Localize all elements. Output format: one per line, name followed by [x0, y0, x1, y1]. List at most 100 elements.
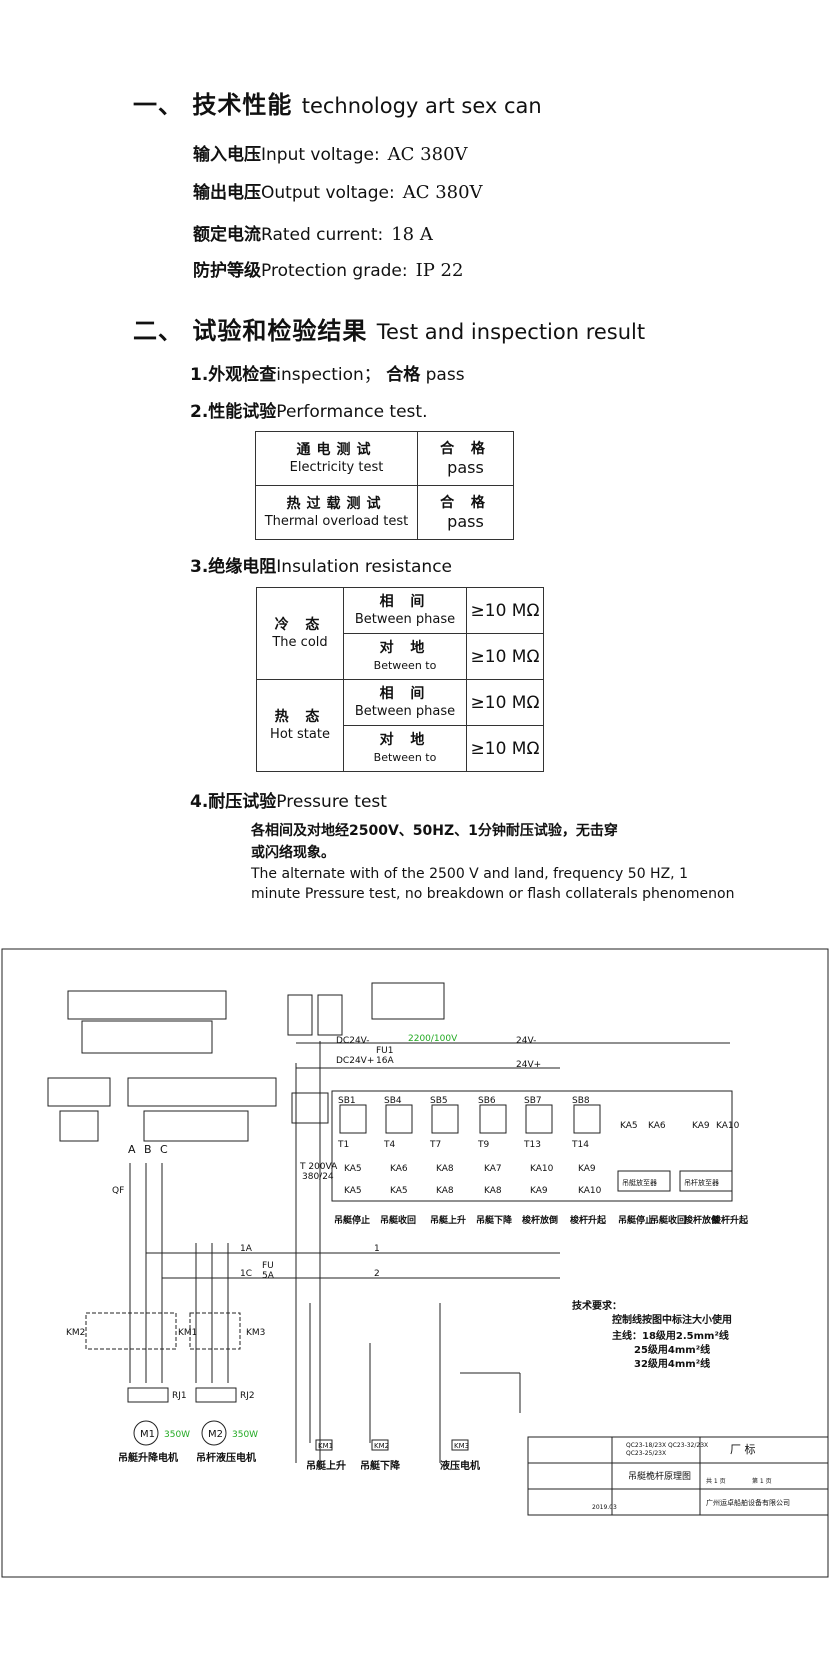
spec-rated-current: 额定电流Rated current:18 A: [193, 224, 433, 245]
svg-text:吊艇上升: 吊艇上升: [430, 1214, 466, 1226]
transformer-label: T 200VA: [299, 1162, 338, 1172]
svg-text:控制线按图中标注大小使用: 控制线按图中标注大小使用: [612, 1313, 732, 1326]
svg-text:KA5: KA5: [344, 1186, 362, 1196]
pressure-text-cn: 各相间及对地经2500V、50HZ、1分钟耐压试验，无击穿 或闪络现象。: [251, 823, 618, 861]
dc-minus-label: DC24V-: [336, 1036, 370, 1046]
svg-text:吊艇收回: 吊艇收回: [380, 1214, 416, 1226]
svg-text:T13: T13: [523, 1140, 541, 1150]
svg-text:梭杆升起: 梭杆升起: [570, 1214, 607, 1226]
svg-text:KA8: KA8: [436, 1164, 454, 1174]
remote-1: [287, 994, 313, 1036]
svg-text:KA6: KA6: [390, 1164, 408, 1174]
spec-protection-grade: 防护等级Protection grade:IP 22: [193, 260, 464, 281]
km1-label: KM1: [178, 1328, 197, 1338]
item3-insulation: 3.绝缘电阻Insulation resistance: [190, 557, 452, 577]
transformer-ratio: 380/24: [302, 1172, 334, 1182]
spec-output-voltage: 输出电压Output voltage:AC 380V: [193, 182, 483, 203]
phase-c-label: C: [160, 1143, 168, 1156]
title-block: [527, 1436, 829, 1516]
svg-text:T7: T7: [429, 1140, 441, 1150]
svg-text:第 1 页: 第 1 页: [752, 1477, 772, 1485]
km3-coil: [451, 1439, 469, 1451]
svg-text:KA9: KA9: [530, 1186, 548, 1196]
svg-text:T14: T14: [571, 1140, 589, 1150]
svg-text:梭杆放倒: 梭杆放倒: [522, 1214, 558, 1226]
svg-text:KA10: KA10: [716, 1121, 740, 1131]
svg-text:KA10: KA10: [578, 1186, 602, 1196]
svg-text:1A: 1A: [240, 1244, 253, 1254]
terminal-labels-1: [81, 1020, 213, 1054]
svg-text:KA8: KA8: [484, 1186, 502, 1196]
svg-text:KA9: KA9: [692, 1121, 710, 1131]
svg-text:SB6: SB6: [478, 1096, 496, 1106]
relay-box-1-label: 吊艇放至器: [622, 1178, 657, 1187]
svg-text:KM3: KM3: [454, 1442, 469, 1450]
v24-plus: 24V+: [516, 1060, 541, 1070]
electrical-schematic: A B C QF KM2 KM1 KM3 RJ1 RJ2 M1 M2 350W …: [1, 948, 829, 1578]
svg-text:KA5: KA5: [390, 1186, 408, 1196]
control-panel: [331, 1090, 733, 1202]
motor-m1: [133, 1420, 159, 1446]
svg-text:SB1: SB1: [338, 1096, 356, 1106]
section2-title: 二、 试验和检验结果 Test and inspection result: [133, 317, 646, 345]
relay-box-1: [617, 1170, 671, 1192]
relay-box-2-label: 吊杆放至器: [684, 1178, 719, 1187]
svg-text:KA9: KA9: [578, 1164, 596, 1174]
terminal-strip-1: [67, 990, 227, 1020]
svg-text:广州运卓船舶设备有限公司: 广州运卓船舶设备有限公司: [706, 1498, 790, 1507]
fu1-rating: 16A: [376, 1056, 394, 1066]
svg-text:KA5: KA5: [620, 1121, 638, 1131]
km3-label: KM3: [246, 1328, 265, 1338]
km2-coil: [371, 1439, 389, 1451]
m2-name: 吊杆液压电机: [196, 1451, 256, 1464]
svg-text:吊艇收回: 吊艇收回: [650, 1214, 686, 1226]
item2-performance: 2.性能试验Performance test.: [190, 402, 428, 422]
svg-text:KA5: KA5: [344, 1164, 362, 1174]
svg-text:吊艇上升: 吊艇上升: [306, 1459, 346, 1472]
remote-2: [317, 994, 343, 1036]
section1-title: 一、 技术性能 technology art sex can: [133, 91, 542, 119]
fu-label: FU: [262, 1261, 274, 1271]
svg-text:KA6: KA6: [648, 1121, 666, 1131]
v24-minus: 24V-: [516, 1036, 536, 1046]
rectifier-box: [291, 1092, 329, 1124]
svg-text:T4: T4: [383, 1140, 395, 1150]
item4-pressure: 4.耐压试验Pressure test: [190, 792, 387, 812]
svg-text:QC23-25/23X: QC23-25/23X: [626, 1450, 666, 1457]
svg-text:32级用4mm²线: 32级用4mm²线: [634, 1357, 710, 1370]
km2-contactor: [85, 1312, 177, 1350]
capacitor-label: 2200/100V: [408, 1034, 458, 1044]
svg-text:主线：18级用2.5mm²线: 主线：18级用2.5mm²线: [612, 1329, 729, 1342]
svg-text:吊艇桅杆原理图: 吊艇桅杆原理图: [628, 1470, 691, 1482]
terminal-strip-3: [127, 1077, 277, 1107]
rj1-label: RJ1: [172, 1391, 187, 1401]
svg-text:25级用4mm²线: 25级用4mm²线: [634, 1343, 710, 1356]
fu-rating: 5A: [262, 1271, 275, 1281]
svg-text:厂 标: 厂 标: [730, 1442, 756, 1456]
svg-text:1C: 1C: [240, 1269, 252, 1279]
svg-text:1: 1: [374, 1244, 380, 1254]
receiver-box: [371, 982, 445, 1020]
km3-contactor: [189, 1312, 241, 1350]
svg-text:SB5: SB5: [430, 1096, 448, 1106]
svg-text:SB8: SB8: [572, 1096, 590, 1106]
svg-text:QC23-18/23X QC23-32/23X: QC23-18/23X QC23-32/23X: [626, 1442, 708, 1449]
svg-text:共 1 页: 共 1 页: [706, 1477, 726, 1485]
fu1-label: FU1: [376, 1046, 394, 1056]
motor-m2: [201, 1420, 227, 1446]
tech-title: 技术要求：: [572, 1299, 622, 1312]
svg-text:梭杆放倒: 梭杆放倒: [684, 1214, 720, 1226]
terminal-strip-2: [47, 1077, 111, 1107]
svg-text:T1: T1: [337, 1140, 349, 1150]
m1-name: 吊艇升降电机: [118, 1451, 178, 1464]
svg-text:液压电机: 液压电机: [440, 1459, 480, 1472]
terminal-labels-3: [143, 1110, 249, 1142]
svg-text:SB4: SB4: [384, 1096, 402, 1106]
drawing-frame: [1, 948, 829, 1578]
pressure-text-en: The alternate with of the 2500 V and lan…: [251, 866, 735, 902]
svg-text:KA10: KA10: [530, 1164, 554, 1174]
svg-text:吊艇下降: 吊艇下降: [476, 1214, 513, 1226]
svg-text:KM2: KM2: [374, 1442, 389, 1450]
